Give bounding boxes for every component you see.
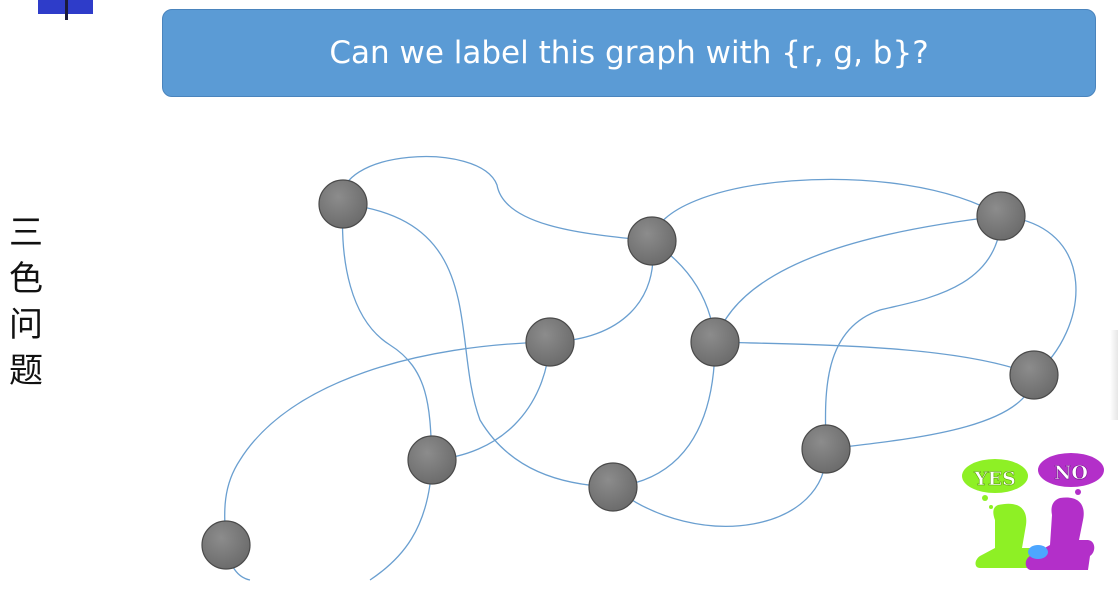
title-char: 色 xyxy=(9,259,43,299)
graph-edge xyxy=(714,215,1002,343)
graph-node xyxy=(407,435,457,485)
next-slide-edge xyxy=(1110,330,1118,420)
graph-edge xyxy=(341,203,433,461)
graph-nodes xyxy=(201,179,1059,570)
graph-edge xyxy=(651,178,1002,242)
graph-edge xyxy=(431,341,551,461)
title-char: 题 xyxy=(9,351,43,391)
yes-label: YES xyxy=(973,468,1016,490)
graph-node xyxy=(1009,350,1059,400)
vertical-title: 三 色 问 题 xyxy=(8,210,44,394)
yes-no-figures-icon: YES NO xyxy=(962,453,1104,570)
title-char: 三 xyxy=(9,213,43,253)
graph-edge xyxy=(341,155,653,242)
graph-edge xyxy=(714,341,1035,376)
graph-edge xyxy=(224,341,551,546)
graph-edge xyxy=(824,215,1002,450)
graph-edge xyxy=(612,341,716,488)
graph-node xyxy=(627,216,677,266)
graph-edge xyxy=(825,374,1035,450)
graph-node xyxy=(690,317,740,367)
graph-edge xyxy=(342,203,614,488)
yes-bubble xyxy=(962,459,1028,493)
graph-node xyxy=(588,462,638,512)
graph-node xyxy=(318,179,368,229)
no-label: NO xyxy=(1054,462,1088,484)
graph-node xyxy=(976,191,1026,241)
title-char: 问 xyxy=(9,305,43,345)
graph-node xyxy=(201,520,251,570)
graph-node xyxy=(525,317,575,367)
no-bubble xyxy=(1038,453,1104,487)
graph-edge xyxy=(612,448,827,527)
no-figure xyxy=(1025,497,1095,570)
graph-edge xyxy=(1000,215,1077,376)
question-banner: Can we label this graph with {r, g, b}? xyxy=(162,9,1096,97)
corner-decoration xyxy=(38,0,93,20)
graph-node xyxy=(801,424,851,474)
question-text: Can we label this graph with {r, g, b}? xyxy=(329,35,929,71)
